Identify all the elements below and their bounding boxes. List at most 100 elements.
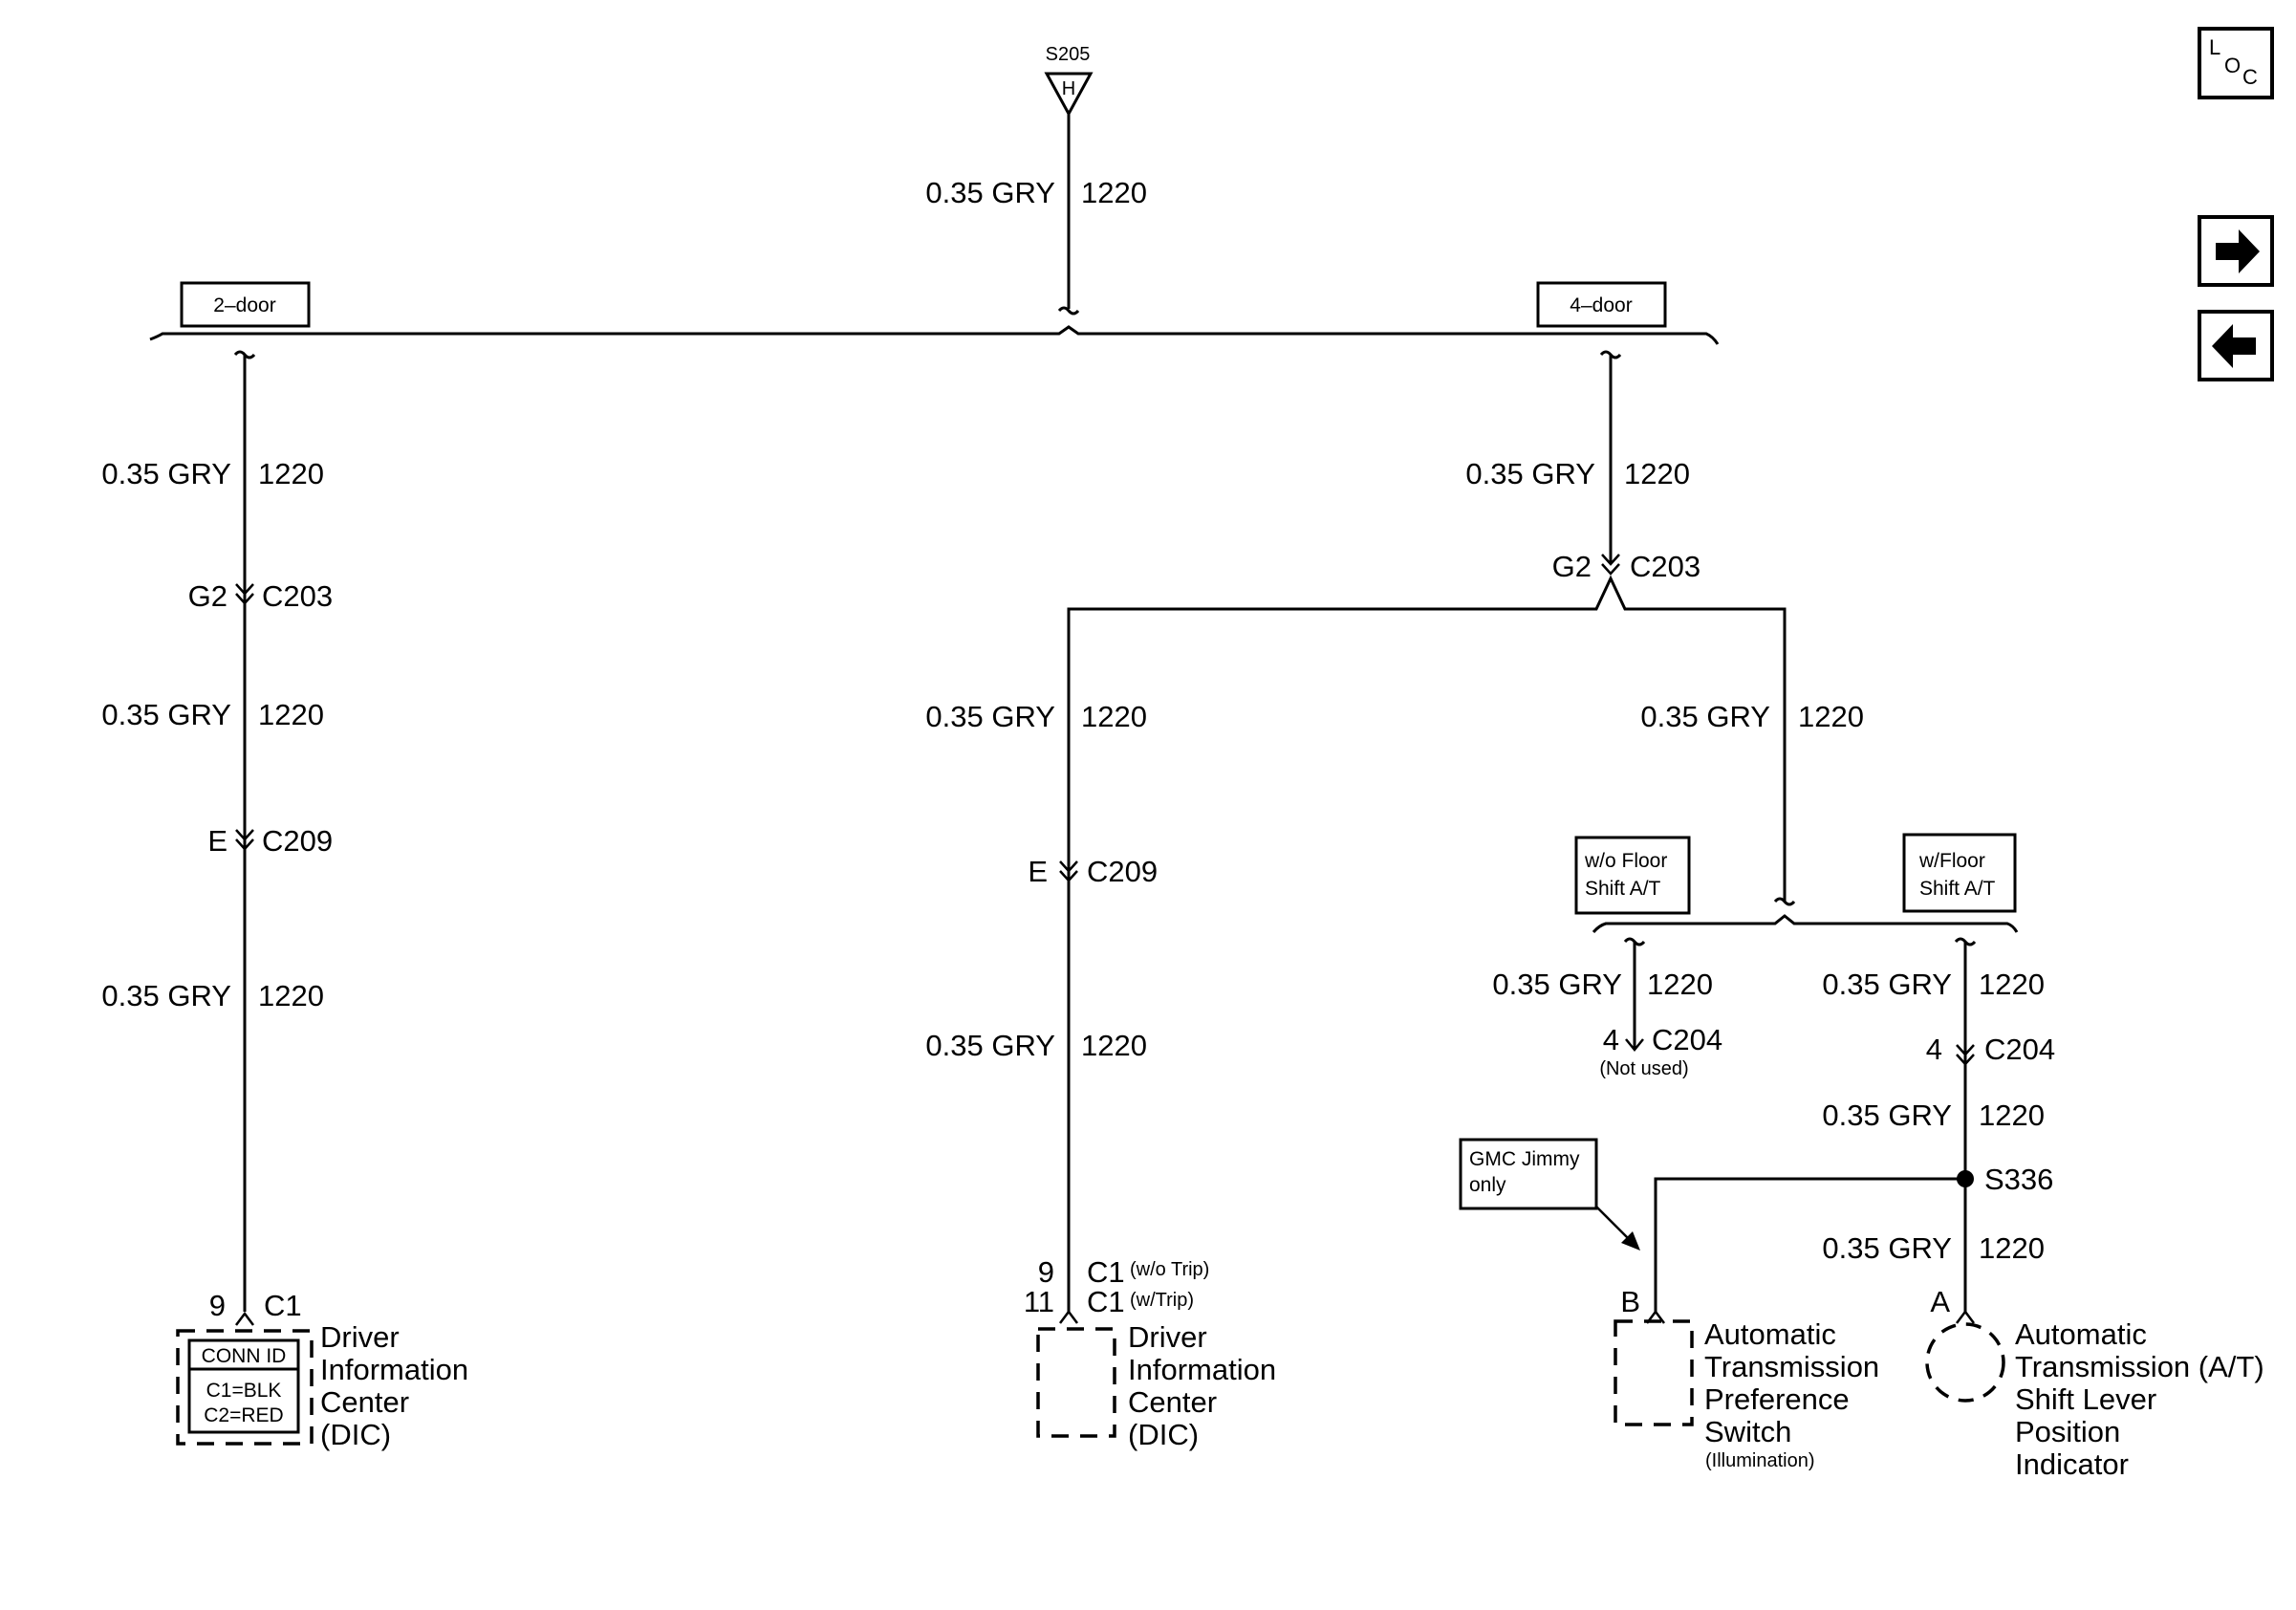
connector-chevron-icon — [235, 583, 254, 605]
right-arrow-icon — [2216, 229, 2260, 273]
svg-text:1220: 1220 — [1979, 1231, 2045, 1265]
svg-text:C: C — [2242, 65, 2258, 89]
svg-text:(DIC): (DIC) — [1128, 1418, 1199, 1451]
next-page-button[interactable] — [2198, 215, 2274, 287]
option-2-door: 2–door — [180, 281, 311, 328]
splice-s205-label: S205 — [1046, 44, 1091, 65]
option-4-door: 4–door — [1536, 281, 1667, 328]
svg-text:A: A — [1930, 1285, 1950, 1318]
option-wo-floor-shift: w/o Floor Shift A/T — [1574, 836, 1691, 915]
connector-pin-icon — [235, 1311, 254, 1326]
svg-text:Switch: Switch — [1704, 1415, 1791, 1448]
svg-text:1220: 1220 — [1979, 1099, 2045, 1132]
component-atsl-indicator: Automatic Transmission (A/T) Shift Lever… — [1925, 1317, 2264, 1481]
svg-text:only: only — [1469, 1174, 1506, 1196]
svg-text:Information: Information — [1128, 1353, 1276, 1386]
connector-pin-icon — [1956, 1309, 1975, 1324]
svg-text:C209: C209 — [1087, 855, 1158, 888]
svg-text:0.35 GRY: 0.35 GRY — [1492, 968, 1622, 1001]
svg-text:Preference: Preference — [1704, 1382, 1850, 1416]
svg-text:0.35 GRY: 0.35 GRY — [925, 1029, 1055, 1062]
svg-text:w/Floor: w/Floor — [1918, 850, 1985, 872]
svg-text:Indicator: Indicator — [2015, 1447, 2129, 1481]
svg-text:0.35 GRY: 0.35 GRY — [925, 700, 1055, 733]
svg-text:Center: Center — [320, 1385, 409, 1419]
branch-middle: 0.35 GRY 1220 E C209 0.35 GRY 1220 9 C1 … — [925, 700, 1209, 1324]
splice-s205: S205 H — [1044, 44, 1094, 118]
branch-2-door: 0.35 GRY 1220 G2 C203 0.35 GRY 1220 E C2… — [101, 350, 333, 1326]
locator-icon: L — [2209, 35, 2220, 59]
svg-text:9: 9 — [209, 1289, 226, 1322]
svg-text:(Not used): (Not used) — [1599, 1058, 1688, 1079]
svg-text:0.35 GRY: 0.35 GRY — [101, 698, 231, 731]
svg-text:0.35 GRY: 0.35 GRY — [101, 979, 231, 1012]
svg-text:Automatic: Automatic — [2015, 1317, 2147, 1351]
component-atps: Automatic Transmission Preference Switch… — [1614, 1317, 1879, 1471]
conn-id-title: CONN ID — [202, 1345, 287, 1367]
svg-text:C204: C204 — [1652, 1023, 1722, 1056]
connector-pin-icon — [1059, 1309, 1078, 1324]
svg-text:4: 4 — [1603, 1023, 1619, 1056]
svg-text:(w/o Trip): (w/o Trip) — [1130, 1259, 1209, 1280]
svg-text:0.35 GRY: 0.35 GRY — [1822, 1231, 1952, 1265]
branch-4-door: 0.35 GRY 1220 G2 C203 — [1067, 350, 1787, 1312]
svg-text:C1: C1 — [1087, 1255, 1125, 1289]
svg-text:Driver: Driver — [1128, 1320, 1207, 1354]
wire-label-circuit: 1220 — [1081, 176, 1147, 209]
svg-text:1220: 1220 — [1081, 700, 1147, 733]
svg-text:0.35 GRY: 0.35 GRY — [1640, 700, 1770, 733]
svg-text:(Illumination): (Illumination) — [1705, 1450, 1814, 1471]
svg-text:1220: 1220 — [258, 698, 324, 731]
svg-text:4–door: 4–door — [1570, 294, 1632, 316]
svg-text:GMC Jimmy: GMC Jimmy — [1469, 1148, 1580, 1170]
svg-text:C203: C203 — [1630, 550, 1700, 583]
svg-text:C1: C1 — [1087, 1285, 1125, 1318]
svg-text:C209: C209 — [262, 824, 333, 858]
wire-break-icon — [1057, 306, 1080, 315]
svg-text:1220: 1220 — [1979, 968, 2045, 1001]
svg-text:9: 9 — [1038, 1255, 1054, 1289]
locator-button[interactable]: L O C — [2198, 27, 2274, 99]
svg-text:0.35 GRY: 0.35 GRY — [1822, 968, 1952, 1001]
component-dic-4-door: Driver Information Center (DIC) — [1036, 1320, 1276, 1451]
svg-text:11: 11 — [1024, 1285, 1054, 1318]
splice-triangle-icon — [1044, 72, 1094, 118]
connector-chevron-icon — [235, 829, 254, 851]
conn-id-c1: C1=BLK — [206, 1380, 282, 1402]
connector-arrow-icon — [1625, 1038, 1644, 1052]
connector-chevron-icon — [1956, 1044, 1975, 1066]
option-w-floor-shift: w/Floor Shift A/T — [1902, 833, 2017, 913]
previous-page-button[interactable] — [2198, 310, 2274, 381]
svg-text:0.35 GRY: 0.35 GRY — [1465, 457, 1595, 490]
svg-text:C1: C1 — [264, 1289, 302, 1322]
left-arrow-icon — [2212, 324, 2256, 368]
svg-text:C204: C204 — [1984, 1033, 2055, 1066]
svg-text:E: E — [207, 824, 227, 858]
svg-text:0.35 GRY: 0.35 GRY — [1822, 1099, 1952, 1132]
svg-text:(DIC): (DIC) — [320, 1418, 391, 1451]
connector-pin-icon — [1646, 1309, 1665, 1324]
component-dic-2-door: CONN ID C1=BLK C2=RED Driver Information… — [176, 1320, 468, 1451]
svg-text:0.35 GRY: 0.35 GRY — [101, 457, 231, 490]
svg-text:Driver: Driver — [320, 1320, 400, 1354]
svg-text:1220: 1220 — [258, 457, 324, 490]
note-gmc-jimmy-only: GMC Jimmy only — [1459, 1138, 1640, 1251]
branch-right: 0.35 GRY 1220 — [1640, 700, 1864, 906]
svg-text:1220: 1220 — [1798, 700, 1864, 733]
svg-text:Shift Lever: Shift Lever — [2015, 1382, 2156, 1416]
option-bracket-floor-shift — [1592, 914, 2019, 933]
splice-pin-h: H — [1062, 78, 1075, 99]
svg-text:w/o Floor: w/o Floor — [1584, 850, 1667, 872]
branch-w-floor-shift: 0.35 GRY 1220 4 C204 0.35 GRY 1220 S336 … — [1822, 937, 2055, 1324]
svg-text:1220: 1220 — [1647, 968, 1713, 1001]
svg-text:Automatic: Automatic — [1704, 1317, 1836, 1351]
wire-s336-to-switch — [1654, 1177, 1965, 1312]
svg-text:1220: 1220 — [1081, 1029, 1147, 1062]
svg-text:Information: Information — [320, 1353, 468, 1386]
splice-s336-label: S336 — [1984, 1163, 2053, 1196]
conn-id-c2: C2=RED — [204, 1404, 283, 1426]
svg-text:E: E — [1028, 855, 1048, 888]
connector-chevron-icon — [1601, 554, 1620, 576]
arrow-pointer-icon — [1621, 1231, 1640, 1251]
